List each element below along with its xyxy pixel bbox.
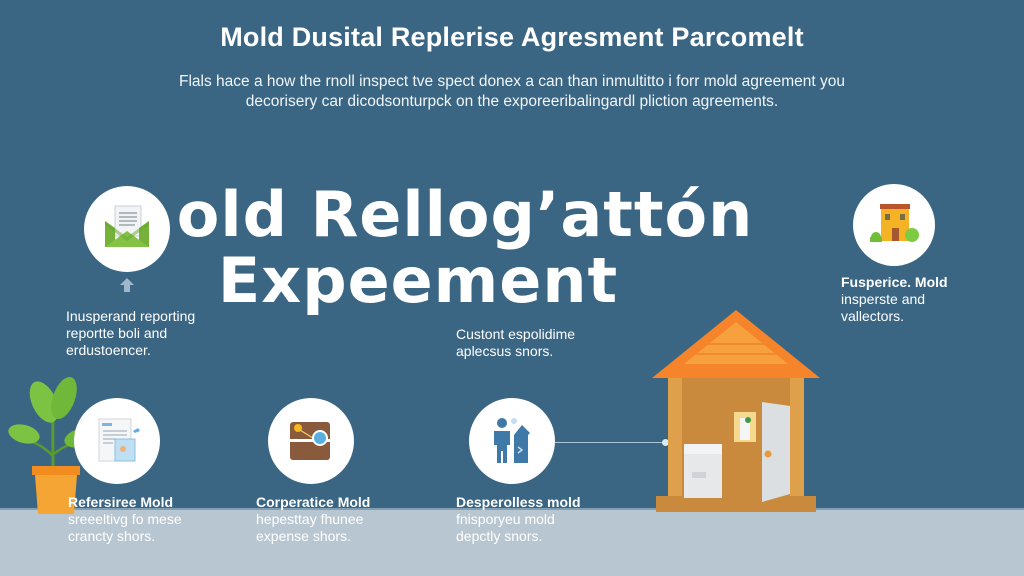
subtitle-line-2: decorisery car dicodsonturpck on the exp… (245, 93, 779, 110)
feature-desc-line: sreeeltivg fo mese (68, 511, 182, 527)
feature-title: Inusperand reporting (66, 308, 196, 324)
feature-desc-line: fnisporyeu mold (456, 511, 555, 527)
feature-title: Fusperice. Mold (841, 274, 948, 290)
feature-desc-line: hepesttay fhunee (256, 511, 364, 527)
hero-heading: old Rellog’attón Expeement (150, 182, 770, 314)
page-subtitle: Flals hace a how the rnoll inspect tve s… (130, 72, 894, 112)
page-title: Mold Dusital Replerise Agresment Parcome… (220, 22, 804, 52)
feature-desc-line: aplecsus snors. (456, 343, 554, 359)
person-bin-icon (494, 418, 530, 463)
document-icon (98, 418, 140, 462)
feature-title: Custont espolidime (456, 326, 576, 342)
feature-title: Refersiree Mold (68, 494, 174, 510)
feature-desc-line: erdustoencer. (66, 342, 151, 358)
feature-inspection-reporting: Inusperand reporting reportte boli and e… (66, 308, 195, 359)
house-icon-circle (853, 184, 935, 266)
feature-desc-line: depctly snors. (456, 528, 543, 544)
wallet-icon (290, 422, 330, 460)
document-icon-circle (74, 398, 160, 484)
hero-line-2: Expeement (217, 244, 619, 317)
feature-dispersal-mold: Desperolless mold fnisporyeu mold depctl… (456, 494, 581, 545)
feature-title: Corperatice Mold (256, 494, 371, 510)
wallet-icon-circle (268, 398, 354, 484)
connector-line (555, 442, 665, 443)
feature-desc-line: crancty shors. (68, 528, 156, 544)
feature-reference-mold: Refersiree Mold sreeeltivg fo mese cranc… (68, 494, 182, 545)
feature-desc-line: reportte boli and (66, 325, 168, 341)
envelope-letter-icon (105, 205, 149, 247)
hero-line-1: old Rellog’attón (176, 178, 754, 251)
feature-custom-expense: Custont espolidime aplecsus snors. (456, 326, 575, 360)
feature-residence-mold: Fusperice. Mold insperste and vallectors… (841, 274, 948, 325)
feature-desc-line: expense shors. (256, 528, 351, 544)
person-bin-icon-circle (469, 398, 555, 484)
house-icon (870, 204, 919, 242)
envelope-letter-icon-circle (84, 186, 170, 272)
feature-title: Desperolless mold (456, 494, 581, 510)
connector-dot (662, 439, 669, 446)
feature-desc-line: vallectors. (841, 308, 905, 324)
house-illustration (652, 310, 820, 512)
subtitle-line-1: Flals hace a how the rnoll inspect tve s… (179, 73, 845, 90)
feature-desc-line: insperste and (841, 291, 926, 307)
floor-band (0, 508, 1024, 576)
up-arrow-icon (120, 278, 134, 292)
feature-corporate-mold: Corperatice Mold hepesttay fhunee expens… (256, 494, 370, 545)
